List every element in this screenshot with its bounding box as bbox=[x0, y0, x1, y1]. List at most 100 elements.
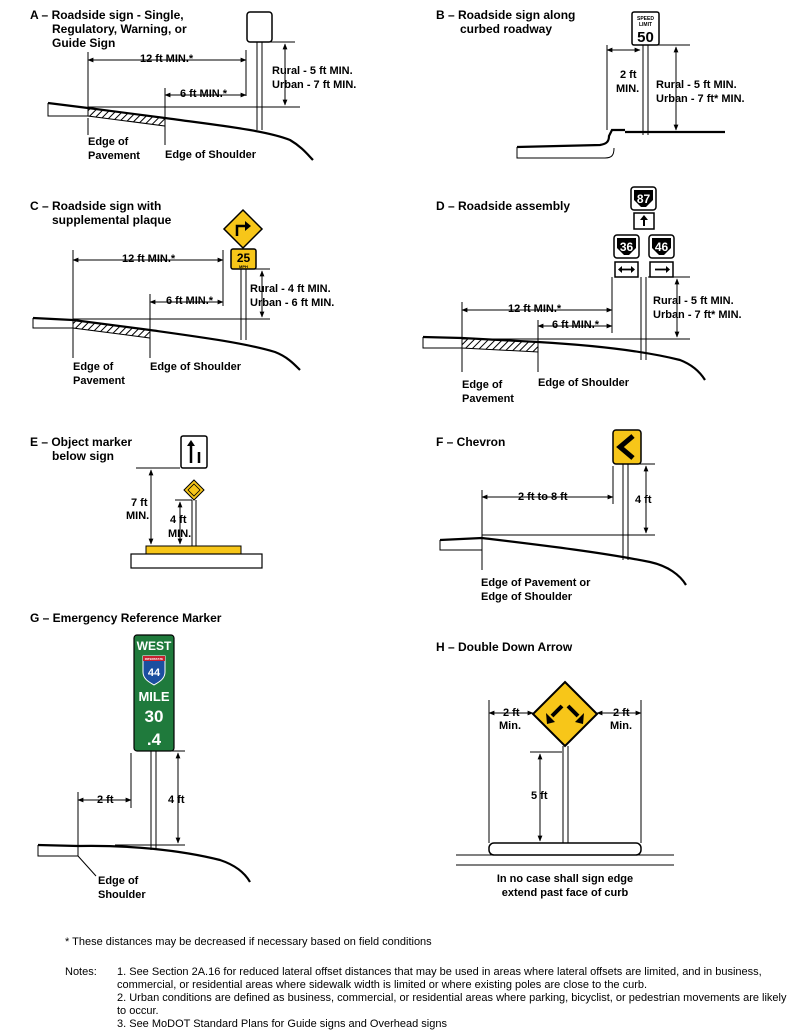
panel-b-sign-speed: SPEED bbox=[637, 16, 654, 22]
panel-c-plaque-25: 25 bbox=[237, 251, 251, 265]
panel-c-title-1: C – Roadside sign with bbox=[30, 199, 161, 213]
panel-d-shield-36-text: 36 bbox=[620, 240, 634, 254]
panel-h-sidewalk bbox=[488, 842, 642, 856]
panel-b-sign-50: 50 bbox=[637, 29, 654, 46]
panel-a-title-1: A – Roadside sign - Single, bbox=[30, 8, 184, 22]
panel-a-title-3: Guide Sign bbox=[52, 36, 115, 50]
panel-a-dim-12ft: 12 ft MIN.* bbox=[140, 53, 194, 65]
panel-g-edge-1: Edge of bbox=[98, 875, 139, 887]
panel-d-dim-6ft: 6 ft MIN.* bbox=[552, 319, 600, 331]
panel-b-title-2: curbed roadway bbox=[460, 22, 552, 36]
panel-h-double-down-arrow-sign bbox=[531, 680, 599, 748]
panel-e-dim-4ft-min: MIN. bbox=[168, 528, 191, 540]
panel-a-edge-shoulder: Edge of Shoulder bbox=[165, 149, 257, 161]
panel-e-curb-marking bbox=[145, 545, 242, 555]
panel-e-title-2: below sign bbox=[52, 449, 114, 463]
panel-f-edge-2: Edge of Shoulder bbox=[481, 591, 573, 603]
panel-g-sign-30: 30 bbox=[145, 707, 164, 726]
panel-h: H – Double Down Arrow 2 ft Min. 2 ft Min… bbox=[436, 640, 674, 899]
panel-e: E – Object marker below sign 7 ft MIN. 4… bbox=[30, 435, 263, 569]
panel-d-shield-87-text: 87 bbox=[637, 192, 651, 206]
panel-g-sign-west: WEST bbox=[137, 639, 172, 653]
panel-c-edge-pavement-1: Edge of bbox=[73, 361, 114, 373]
footnote: * These distances may be decreased if ne… bbox=[65, 936, 432, 948]
panel-a-height-rural: Rural - 5 ft MIN. bbox=[272, 65, 353, 77]
down-left-arrow-icon bbox=[546, 713, 555, 724]
panel-a-ground bbox=[47, 101, 314, 161]
panel-b-title-1: B – Roadside sign along bbox=[436, 8, 575, 22]
panel-c-edge-pavement-2: Pavement bbox=[73, 375, 125, 387]
panel-h-dim-right: 2 ft bbox=[613, 707, 630, 719]
panel-d-edge-pavement-1: Edge of bbox=[462, 379, 503, 391]
panel-a-edge-pavement-2: Pavement bbox=[88, 150, 140, 162]
sign-placement-figure: A – Roadside sign - Single, Regulatory, … bbox=[30, 8, 745, 901]
panel-d-dim-12ft: 12 ft MIN.* bbox=[508, 303, 562, 315]
panel-g-edge-2: Shoulder bbox=[98, 889, 146, 901]
panel-f-dim-offset: 2 ft to 8 ft bbox=[518, 491, 568, 503]
panel-d-height-urban: Urban - 7 ft* MIN. bbox=[653, 309, 742, 321]
panel-e-object-marker bbox=[183, 479, 205, 501]
panel-a-dim-6ft: 6 ft MIN.* bbox=[180, 88, 228, 100]
panel-b-dim-2ft: 2 ft bbox=[620, 69, 637, 81]
panel-d-title: D – Roadside assembly bbox=[436, 199, 570, 213]
panel-g-sign-4: .4 bbox=[147, 730, 162, 749]
chevron-left-icon bbox=[616, 434, 635, 460]
panel-g-sign-mile: MILE bbox=[138, 689, 169, 704]
panel-b-sign-limit: LIMIT bbox=[639, 22, 652, 28]
panel-a-sign bbox=[246, 11, 273, 43]
panel-g-title: G – Emergency Reference Marker bbox=[30, 611, 222, 625]
panel-e-dim-4ft: 4 ft bbox=[170, 514, 187, 526]
panel-e-dim-7ft-min: MIN. bbox=[126, 510, 149, 522]
panel-a: A – Roadside sign - Single, Regulatory, … bbox=[30, 8, 356, 162]
panel-b: B – Roadside sign along curbed roadway S… bbox=[436, 8, 745, 159]
panel-f-edge-1: Edge of Pavement or bbox=[481, 577, 591, 589]
panel-b-dim-min: MIN. bbox=[616, 83, 639, 95]
panel-g-dim-offset: 2 ft bbox=[97, 794, 114, 806]
panel-c-height-rural: Rural - 4 ft MIN. bbox=[250, 283, 331, 295]
panel-c: C – Roadside sign with supplemental plaq… bbox=[30, 199, 334, 387]
panel-c-title-2: supplemental plaque bbox=[52, 213, 172, 227]
panel-c-plaque bbox=[230, 248, 257, 270]
panel-f-dim-height: 4 ft bbox=[635, 494, 652, 506]
panel-c-dim-12ft: 12 ft MIN.* bbox=[122, 253, 176, 265]
note-2: 2. Urban conditions are defined as busin… bbox=[117, 992, 787, 1017]
panel-f: F – Chevron 2 ft to 8 ft 4 ft Edge of Pa… bbox=[436, 429, 687, 603]
panel-g: G – Emergency Reference Marker WEST INTE… bbox=[30, 611, 251, 901]
panel-c-plaque-mph: MPH bbox=[239, 264, 248, 269]
panel-c-dim-6ft: 6 ft MIN.* bbox=[166, 295, 214, 307]
panel-h-caption-1: In no case shall sign edge bbox=[497, 873, 633, 885]
down-right-arrow-icon bbox=[575, 713, 584, 724]
note-1: 1. See Section 2A.16 for reduced lateral… bbox=[117, 966, 762, 991]
panel-d-edge-shoulder: Edge of Shoulder bbox=[538, 377, 630, 389]
panel-a-title-2: Regulatory, Warning, or bbox=[52, 22, 187, 36]
panel-a-edge-pavement-1: Edge of bbox=[88, 136, 129, 148]
panel-b-height-rural: Rural - 5 ft MIN. bbox=[656, 79, 737, 91]
panel-d-height-rural: Rural - 5 ft MIN. bbox=[653, 295, 734, 307]
turn-arrow-icon bbox=[235, 224, 246, 236]
note-3: 3. See MoDOT Standard Plans for Guide si… bbox=[117, 1018, 447, 1030]
panel-g-dim-height: 4 ft bbox=[168, 794, 185, 806]
panel-e-sidewalk bbox=[130, 553, 263, 569]
panel-g-sign-44: 44 bbox=[148, 667, 161, 679]
panel-h-dim-left-min: Min. bbox=[499, 720, 521, 732]
panel-c-height-urban: Urban - 6 ft MIN. bbox=[250, 297, 334, 309]
panel-f-title: F – Chevron bbox=[436, 435, 505, 449]
panel-h-dim-left: 2 ft bbox=[503, 707, 520, 719]
panel-g-sign-interstate: INTERSTATE bbox=[145, 657, 163, 661]
panel-a-height-urban: Urban - 7 ft MIN. bbox=[272, 79, 356, 91]
panel-e-title-1: E – Object marker bbox=[30, 435, 132, 449]
panel-d-edge-pavement-2: Pavement bbox=[462, 393, 514, 405]
notes-label: Notes: bbox=[65, 966, 97, 978]
panel-a-shoulder bbox=[87, 107, 166, 127]
panel-h-title: H – Double Down Arrow bbox=[436, 640, 573, 654]
panel-d-shield-46-text: 46 bbox=[655, 240, 669, 254]
panel-h-dim-right-min: Min. bbox=[610, 720, 632, 732]
panel-e-dim-7ft: 7 ft bbox=[131, 497, 148, 509]
panel-d: D – Roadside assembly 87 36 46 12 ft MIN… bbox=[422, 186, 742, 405]
panel-c-warning-sign bbox=[222, 208, 264, 250]
panel-f-chevron-sign bbox=[612, 429, 642, 465]
panel-h-caption-2: extend past face of curb bbox=[502, 887, 629, 899]
panel-c-edge-shoulder: Edge of Shoulder bbox=[150, 361, 242, 373]
panel-h-dim-height: 5 ft bbox=[531, 790, 548, 802]
panel-b-height-urban: Urban - 7 ft* MIN. bbox=[656, 93, 745, 105]
